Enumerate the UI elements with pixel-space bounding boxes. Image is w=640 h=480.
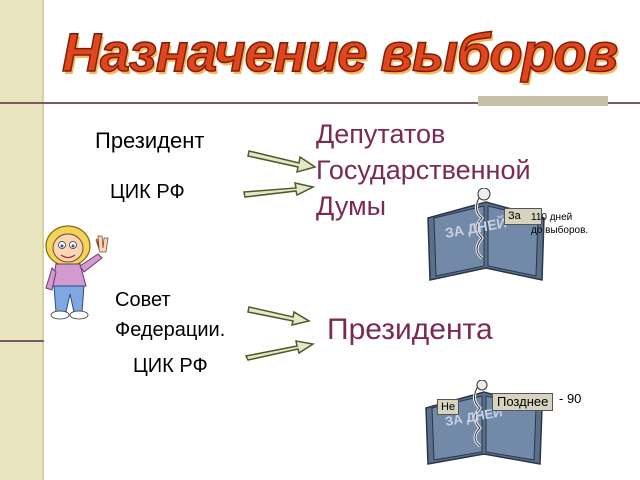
duma-target-text: Депутатов Государственной Думы: [316, 116, 531, 224]
authority-president-label: Президент: [95, 128, 205, 153]
title-divider: [0, 102, 640, 104]
president-target-text: Президента: [327, 313, 493, 346]
arrow-right-icon: [247, 150, 317, 174]
left-divider: [0, 340, 44, 342]
duma-target-line-2: Государственной: [316, 155, 531, 185]
federation-council-line-1: Совет: [115, 289, 171, 311]
slide-title: Назначение выборов: [61, 22, 619, 84]
calendar-book-icon: ЗА ДНЕЙ: [427, 188, 545, 281]
left-decor-band: [0, 0, 42, 480]
cartoon-boy-icon: [45, 225, 109, 320]
note-110-days: 110 дней до выборов.: [531, 211, 588, 237]
federation-council-line-2: Федерации.: [115, 319, 226, 341]
authority-federation-council-label: Совет Федерации.: [115, 285, 225, 345]
duma-target-line-1: Депутатов: [316, 119, 446, 149]
arrow-right-icon: [247, 306, 311, 327]
arrow-right-icon: [243, 182, 315, 198]
title-divider-accent: [478, 96, 608, 106]
duma-target-line-3: Думы: [316, 191, 387, 221]
note-line-1: 110 дней: [531, 212, 573, 223]
authority-cik-label-2: ЦИК РФ: [133, 355, 208, 377]
note-90-days: - 90: [559, 391, 582, 406]
tag-pozdnee: Позднее: [492, 393, 554, 411]
left-decor-band-edge: [42, 0, 44, 480]
note-line-2: до выборов.: [531, 225, 589, 236]
authority-cik-label-1: ЦИК РФ: [110, 181, 185, 203]
arrow-right-icon: [245, 340, 315, 361]
tag-ne: Не: [437, 399, 460, 415]
tag-za: За: [504, 208, 542, 225]
